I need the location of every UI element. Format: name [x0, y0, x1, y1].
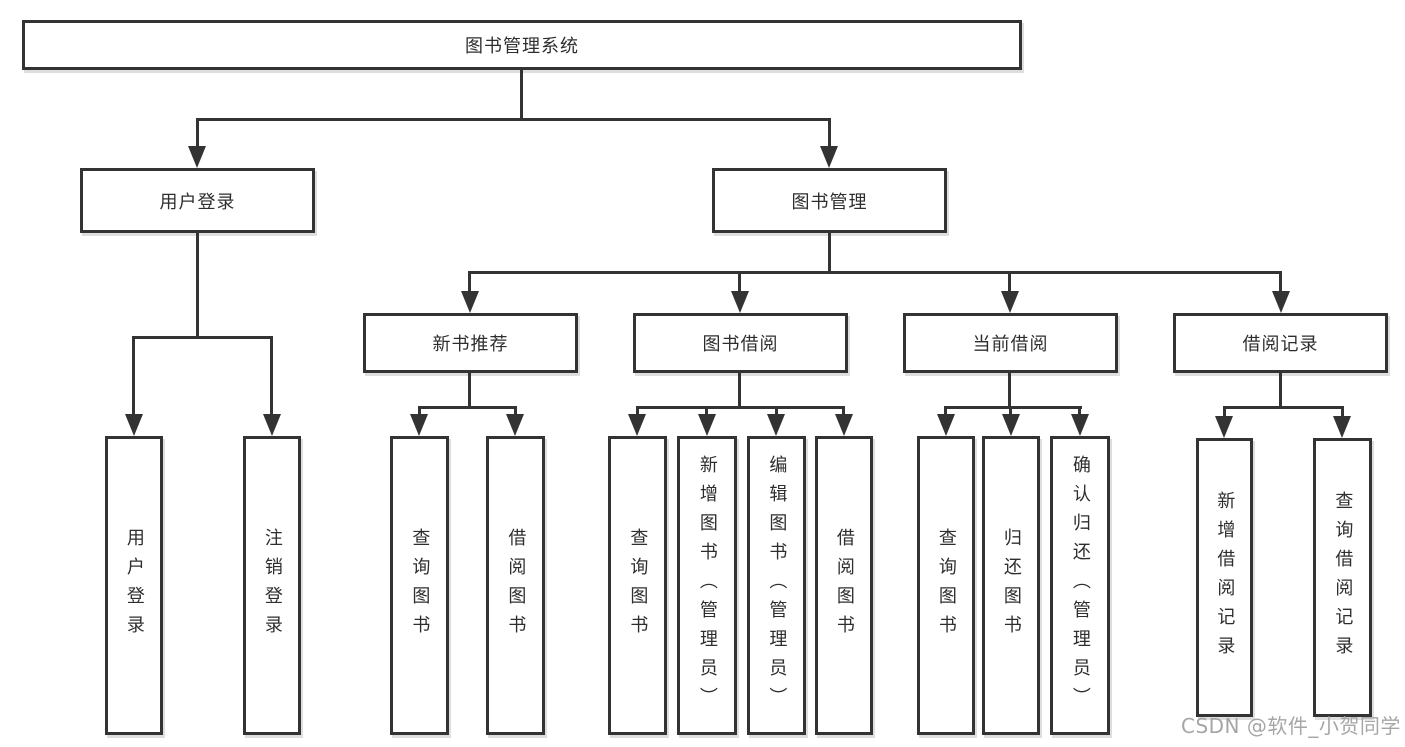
connector-line [514, 406, 517, 418]
arrow-down-icon [125, 414, 143, 436]
node-root-library-system: 图书管理系统 [22, 20, 1022, 70]
connector-line [132, 336, 273, 339]
connector-line [944, 406, 1082, 409]
leaf-edit-books-admin: 编辑图书（管理员） [747, 436, 806, 735]
connector-line [468, 271, 471, 295]
node-book-borrowing: 图书借阅 [633, 313, 848, 373]
leaf-logout: 注销登录 [243, 436, 301, 735]
connector-line [1078, 406, 1081, 418]
leaf-confirm-return-admin: 确认归还（管理员） [1050, 436, 1110, 735]
arrow-down-icon [937, 414, 955, 436]
arrow-down-icon [263, 414, 281, 436]
arrow-down-icon [1333, 416, 1351, 438]
leaf-user-login: 用户登录 [105, 436, 163, 735]
leaf-query-books-2-label: 查询图书 [627, 527, 649, 644]
leaf-logout-label: 注销登录 [261, 527, 283, 644]
connector-line [468, 271, 1282, 274]
connector-line [775, 406, 778, 418]
leaf-edit-books-admin-label: 编辑图书（管理员） [766, 455, 788, 716]
arrow-down-icon [698, 414, 716, 436]
arrow-down-icon [628, 414, 646, 436]
leaf-borrow-books-2-label: 借阅图书 [833, 527, 855, 644]
arrow-down-icon [1002, 414, 1020, 436]
node-borrowing-records: 借阅记录 [1173, 313, 1388, 373]
connector-line [418, 406, 517, 409]
connector-line [196, 233, 199, 339]
leaf-borrow-books-1-label: 借阅图书 [505, 527, 527, 644]
leaf-query-books-2: 查询图书 [608, 436, 667, 735]
leaf-return-books-label: 归还图书 [1000, 527, 1022, 644]
arrow-down-icon [731, 291, 749, 313]
arrow-down-icon [820, 146, 838, 168]
leaf-add-books-admin: 新增图书（管理员） [677, 436, 737, 735]
connector-line [1008, 373, 1011, 409]
leaf-confirm-return-admin-label: 确认归还（管理员） [1069, 455, 1091, 716]
leaf-add-borrow-record-label: 新增借阅记录 [1214, 490, 1236, 665]
connector-line [636, 406, 845, 409]
leaf-query-books-1: 查询图书 [390, 436, 449, 735]
connector-line [738, 373, 741, 409]
arrow-down-icon [410, 414, 428, 436]
connector-line [828, 118, 831, 150]
arrow-down-icon [1001, 291, 1019, 313]
connector-line [1223, 406, 1226, 420]
leaf-query-books-3-label: 查询图书 [935, 527, 957, 644]
leaf-borrow-books-1: 借阅图书 [486, 436, 545, 735]
leaf-add-borrow-record: 新增借阅记录 [1196, 438, 1253, 717]
connector-line [520, 70, 523, 119]
connector-line [944, 406, 947, 418]
leaf-query-books-3: 查询图书 [917, 436, 975, 735]
connector-line [132, 336, 135, 418]
arrow-down-icon [1272, 291, 1290, 313]
leaf-query-books-1-label: 查询图书 [409, 527, 431, 644]
node-new-book-recommendation: 新书推荐 [363, 313, 578, 373]
connector-line [1279, 373, 1282, 409]
connector-line [842, 406, 845, 418]
leaf-query-borrow-record-label: 查询借阅记录 [1332, 490, 1354, 665]
node-current-borrowing: 当前借阅 [903, 313, 1118, 373]
arrow-down-icon [506, 414, 524, 436]
leaf-return-books: 归还图书 [982, 436, 1040, 735]
connector-line [196, 118, 831, 121]
node-user-login-module: 用户登录 [80, 168, 315, 233]
leaf-borrow-books-2: 借阅图书 [815, 436, 873, 735]
connector-line [1009, 406, 1012, 418]
connector-line [705, 406, 708, 418]
connector-line [636, 406, 639, 418]
csdn-watermark: CSDN @软件_小贺同学 [1181, 714, 1401, 738]
connector-line [1279, 271, 1282, 295]
leaf-user-login-label: 用户登录 [123, 527, 145, 644]
connector-line [738, 271, 741, 295]
connector-line [1223, 406, 1344, 409]
connector-line [418, 406, 421, 418]
connector-line [1341, 406, 1344, 420]
connector-line [828, 233, 831, 274]
arrow-down-icon [835, 414, 853, 436]
connector-line [468, 373, 471, 409]
connector-line [196, 118, 199, 150]
leaf-add-books-admin-label: 新增图书（管理员） [696, 455, 718, 716]
arrow-down-icon [188, 146, 206, 168]
connector-line [1008, 271, 1011, 295]
leaf-query-borrow-record: 查询借阅记录 [1313, 438, 1372, 717]
arrow-down-icon [1071, 414, 1089, 436]
arrow-down-icon [1215, 416, 1233, 438]
arrow-down-icon [767, 414, 785, 436]
node-book-management-module: 图书管理 [712, 168, 947, 233]
arrow-down-icon [461, 291, 479, 313]
connector-line [270, 336, 273, 418]
